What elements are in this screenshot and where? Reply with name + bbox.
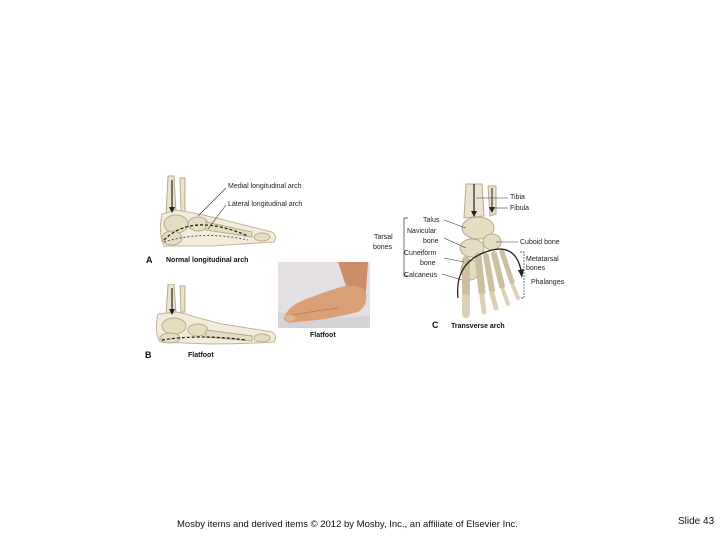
panel-b-caption: Flatfoot (188, 352, 214, 359)
photo-caption: Flatfoot (310, 332, 336, 339)
panel-a-caption: Normal longitudinal arch (166, 257, 249, 264)
label-talus: Talus (423, 217, 440, 224)
label-fibula: Fibula (510, 205, 530, 212)
label-tarsal-bones: bones (373, 244, 393, 251)
flatfoot-photo-drawing (278, 262, 370, 328)
label-metatarsal: Metatarsal (526, 256, 559, 263)
panel-c-leaders (403, 197, 525, 299)
label-cuneiform: Cuneiform (404, 250, 437, 257)
flatfoot-photo (278, 262, 370, 328)
label-metatarsal-bones: bones (526, 265, 546, 272)
label-tibia: Tibia (510, 194, 525, 201)
label-phalanges: Phalanges (531, 279, 565, 286)
flatfoot-illustration (155, 284, 277, 345)
label-calcaneus: Calcaneus (404, 272, 438, 279)
label-navicular: Navicular (407, 228, 437, 235)
label-cuboid: Cuboid bone (520, 239, 560, 246)
label-cuneiform-bone: bone (420, 260, 436, 267)
panel-b-letter: B (145, 350, 152, 360)
normal-arch-illustration (159, 175, 277, 247)
label-navicular-bone: bone (423, 238, 439, 245)
panel-c-letter: C (432, 320, 439, 330)
panel-c-caption: Transverse arch (451, 323, 505, 330)
label-medial-arch: Medial longitudinal arch (228, 183, 302, 190)
label-lateral-arch: Lateral longitudinal arch (228, 201, 303, 208)
transverse-arch-illustration (456, 183, 524, 318)
slide-number: Slide 43 (678, 516, 715, 527)
copyright-footer: Mosby items and derived items © 2012 by … (177, 519, 518, 530)
panel-a-letter: A (146, 255, 153, 265)
label-tarsal: Tarsal (374, 234, 393, 241)
